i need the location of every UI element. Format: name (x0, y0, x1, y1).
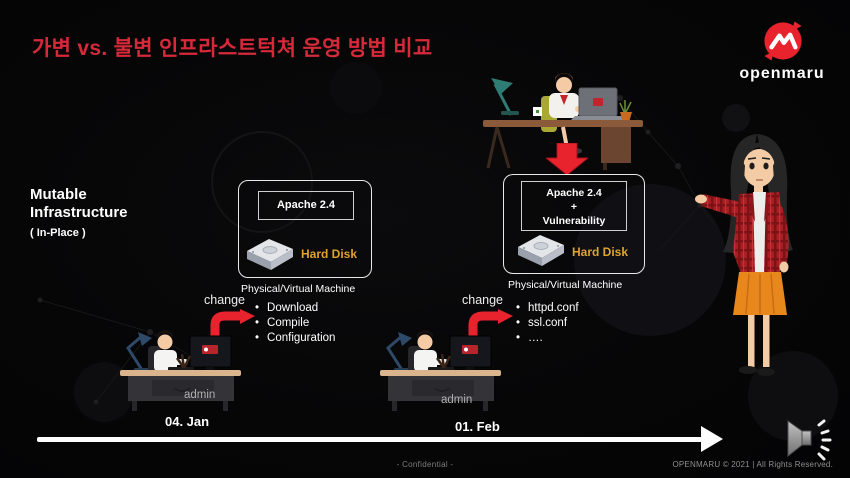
list-item: Compile (255, 316, 335, 331)
red-curved-arrow-icon (468, 309, 513, 342)
infra-label-line1: Mutable (30, 186, 87, 203)
infra-label-line2: Infrastructure (30, 204, 128, 221)
apache-app-box: Apache 2.4 (258, 191, 354, 220)
list-item: Configuration (255, 331, 335, 346)
pointing-woman-illustration (695, 134, 793, 376)
shoe (757, 368, 775, 376)
hard-disk-label: Hard Disk (572, 245, 629, 259)
red-curved-arrow-icon (210, 309, 255, 342)
leg (748, 315, 755, 367)
machine-caption: Physical/Virtual Machine (241, 283, 356, 295)
red-down-arrow-icon (546, 143, 588, 175)
hard-disk-label: Hard Disk (301, 247, 358, 261)
leg (763, 315, 770, 367)
desk (120, 370, 241, 376)
monitor-logo (202, 345, 218, 354)
timeline-arrow-shaft (37, 437, 703, 442)
audio-speaker-icon[interactable] (786, 419, 836, 463)
plus-label: + (570, 201, 578, 213)
apache-label: Apache 2.4 (276, 199, 336, 211)
face (743, 149, 775, 187)
copyright-footer: OPENMARU © 2021 | All Rights Reserved. (672, 460, 833, 469)
actor-label: admin (441, 394, 473, 406)
change-label: change (462, 293, 504, 307)
list-item: …. (516, 331, 579, 346)
vulnerability-label: Vulnerability (542, 215, 606, 227)
list-item: httpd.conf (516, 301, 579, 316)
monitor-logo (462, 345, 478, 354)
admin-head (417, 334, 433, 350)
admin-at-desk-illustration (380, 330, 501, 411)
brand-wordmark: openmaru (739, 65, 825, 82)
shoe (739, 366, 757, 374)
timeline-date: 01. Feb (455, 419, 500, 434)
apache-label: Apache 2.4 (546, 187, 602, 199)
desk (380, 370, 501, 376)
apache-vulnerability-app-box: Apache 2.4 + Vulnerability (521, 181, 627, 231)
admin-head (157, 334, 173, 350)
hard-disk-icon (518, 235, 564, 266)
mutable-infrastructure-label: Mutable Infrastructure ( In-Place ) (30, 186, 128, 242)
admin-at-desk-illustration (120, 330, 241, 411)
actor-label: admin (184, 389, 216, 401)
list-item: Download (255, 301, 335, 316)
admin-body (154, 350, 177, 372)
change-bullet-list: httpd.conf ssl.conf …. (516, 301, 579, 347)
hair-bangs (743, 142, 775, 162)
timeline-arrowhead (701, 426, 723, 452)
hard-disk-icon (247, 239, 293, 270)
timeline-date: 04. Jan (165, 414, 210, 429)
desk (483, 120, 643, 127)
white-shirt (753, 192, 766, 274)
machine-box-apache-vulnerability: Apache 2.4 + Vulnerability Hard Disk Phy… (503, 174, 645, 291)
confidential-footer: - Confidential - (396, 460, 454, 469)
change-label: change (204, 293, 246, 307)
right-arm (777, 204, 789, 264)
pointing-hand (695, 194, 707, 204)
change-bullet-list: Download Compile Configuration (255, 301, 335, 347)
page-title: 가변 vs. 불변 인프라스트턱쳐 운영 방법 비교 (32, 37, 433, 60)
infra-label-line3: ( In-Place ) (30, 227, 86, 239)
machine-caption: Physical/Virtual Machine (508, 279, 623, 291)
openmaru-mountain-logo-icon (764, 21, 802, 61)
machine-box-apache: Apache 2.4 Hard Disk Physical/Virtual Ma… (238, 180, 372, 295)
pointing-arm (701, 194, 741, 218)
brand-logo: openmaru (726, 18, 838, 83)
list-item: ssl.conf (516, 316, 579, 331)
developer-head (556, 77, 572, 93)
developer-body (549, 93, 579, 118)
admin-body (414, 350, 437, 372)
